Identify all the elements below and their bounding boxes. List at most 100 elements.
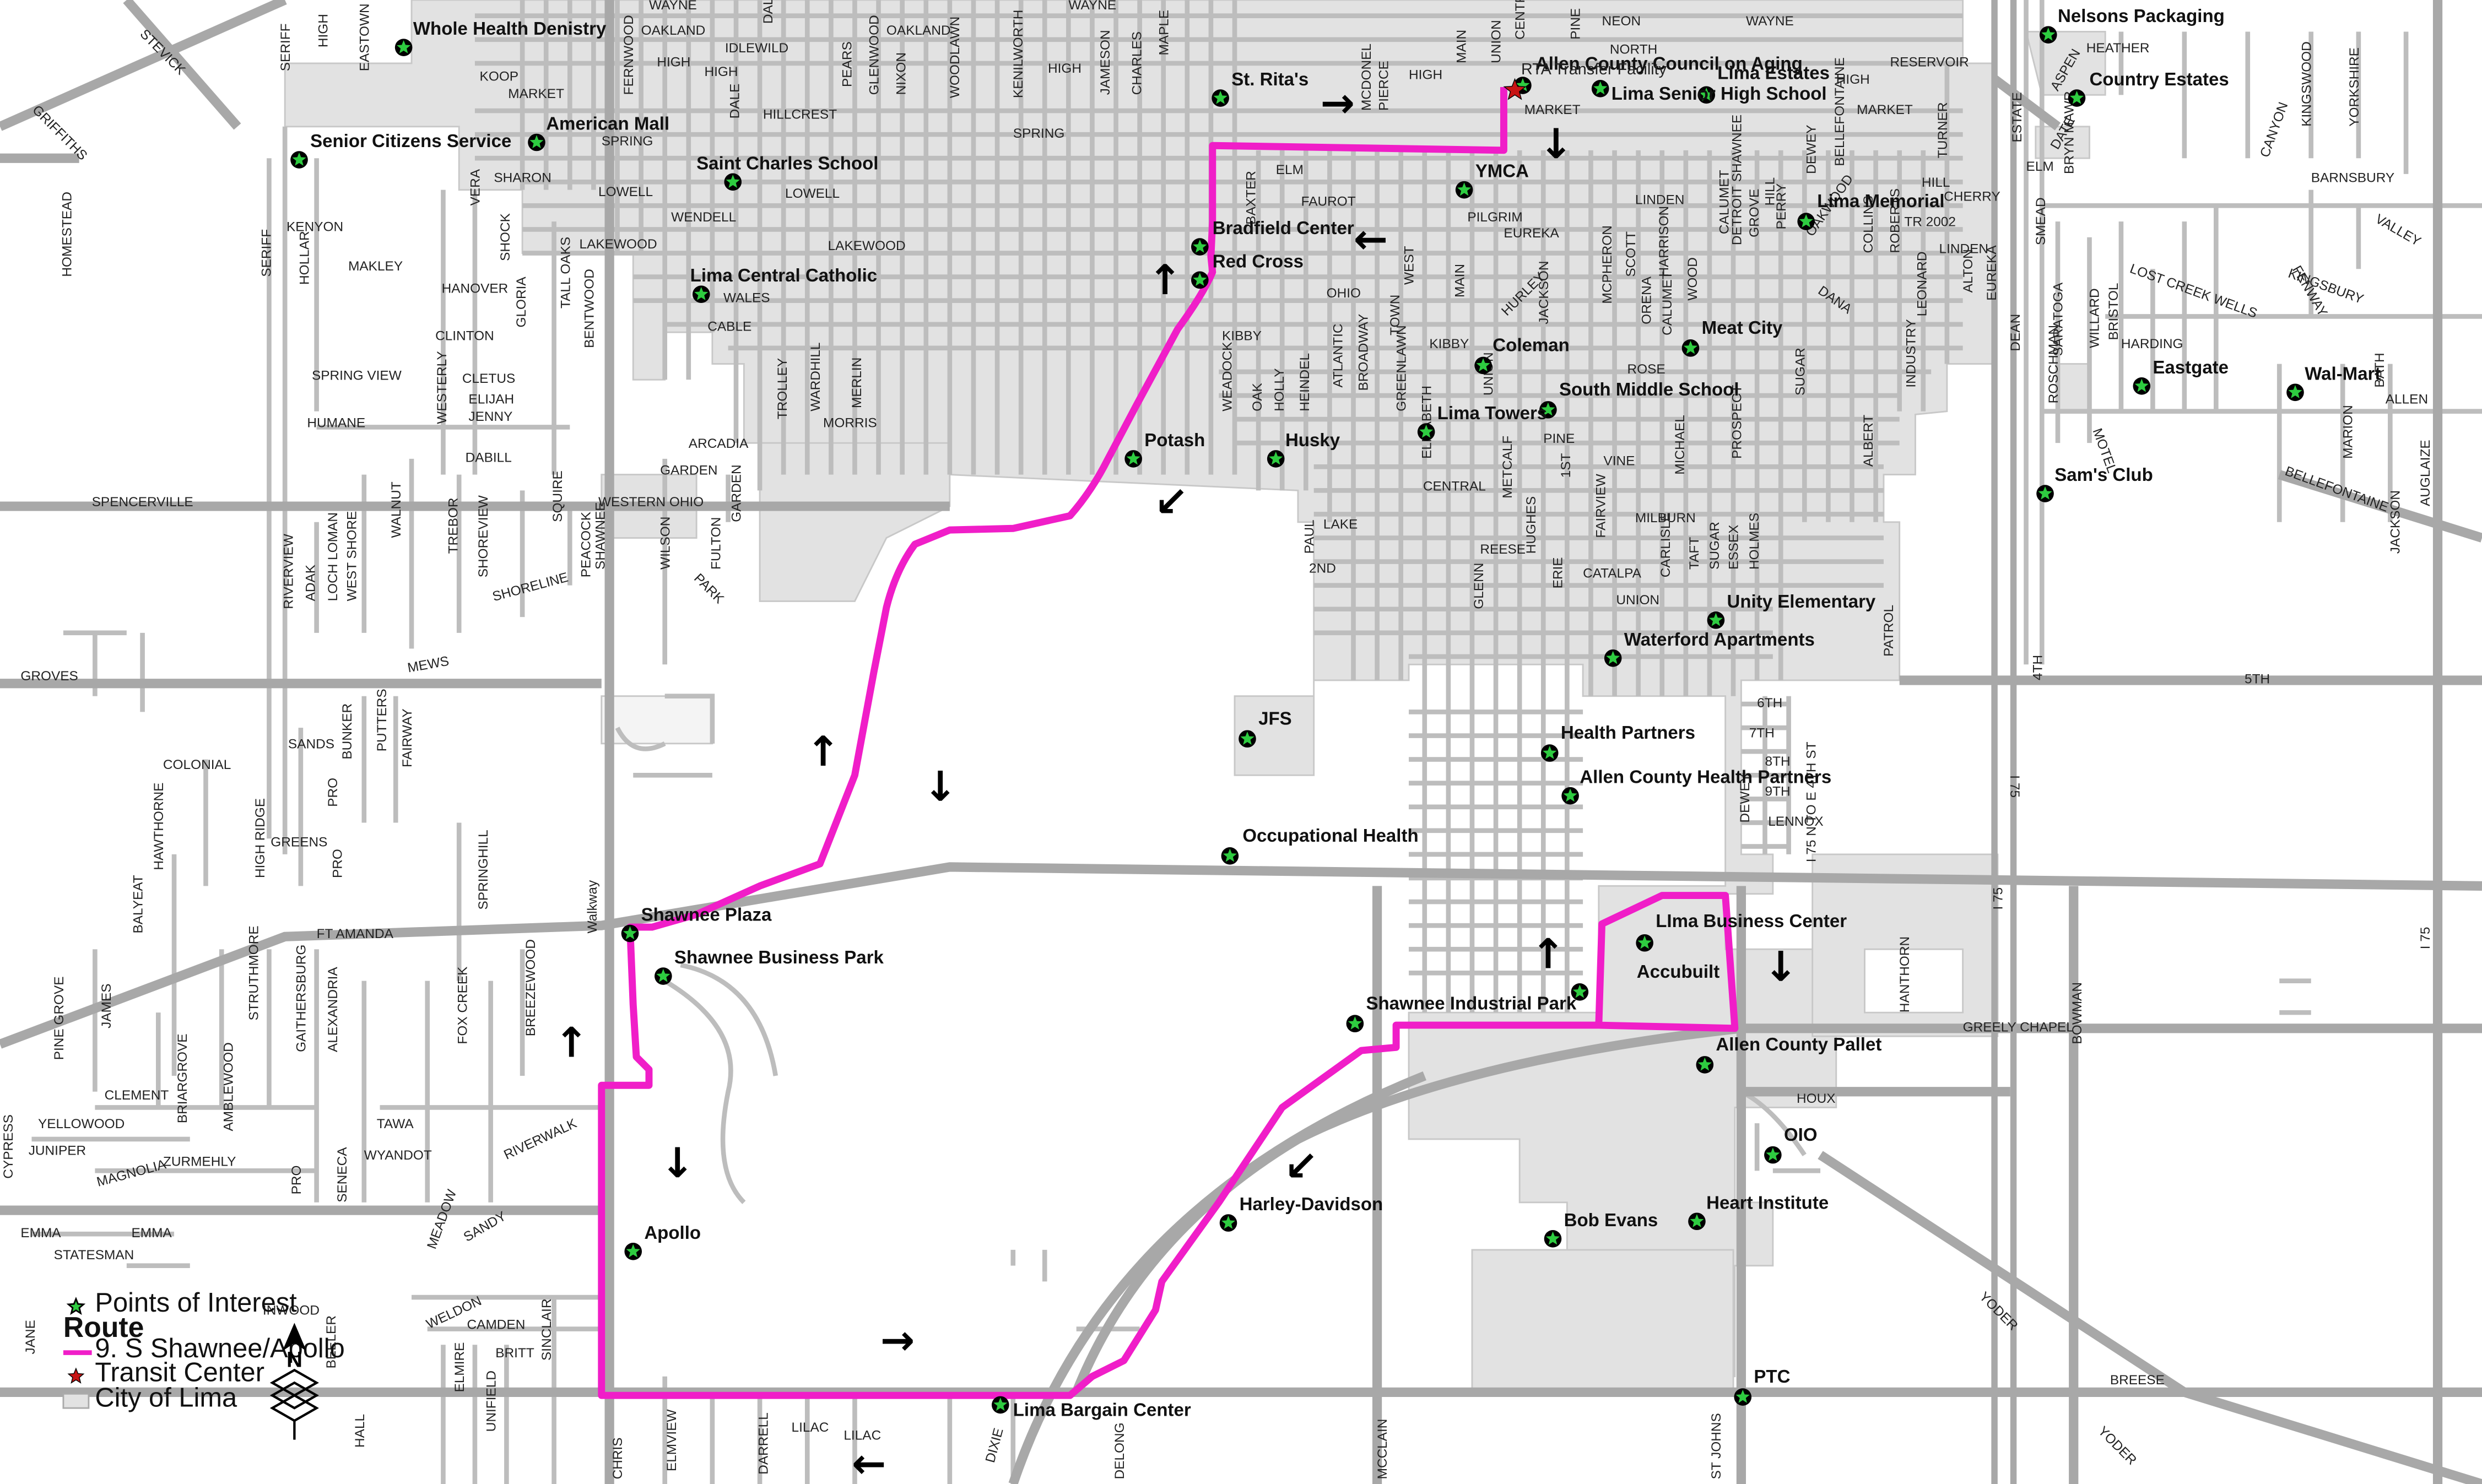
poi-marker[interactable]: Allen County Pallet — [1696, 1034, 1882, 1074]
poi-marker[interactable]: Lima Estates — [1591, 63, 1830, 98]
street-label: SHORELINE — [491, 570, 570, 605]
street-label: GLENWOOD — [867, 15, 882, 95]
street-label: HIGH — [316, 14, 331, 47]
poi-marker[interactable]: Eastgate — [2133, 357, 2229, 395]
street-label: SPRING VIEW — [312, 368, 402, 383]
street-label: HAWTHORNE — [152, 783, 166, 870]
street-label: FULTON — [709, 517, 723, 570]
poi-label: Allen County Pallet — [1716, 1034, 1881, 1054]
poi-label: Red Cross — [1213, 251, 1304, 271]
route-line[interactable] — [598, 86, 1739, 1399]
poi-marker[interactable]: Saint Charles School — [696, 153, 878, 191]
street-label: NORTH — [1610, 42, 1657, 57]
poi-marker[interactable]: Potash — [1124, 430, 1205, 468]
transit-center[interactable]: RTA Transfer Facility — [1503, 61, 1667, 100]
street-label: UNION — [1489, 20, 1504, 63]
poi-marker[interactable]: JFS — [1239, 708, 1292, 748]
poi-marker[interactable]: Shawnee Plaza — [621, 905, 772, 943]
street-label: LINDEN — [1939, 242, 1989, 257]
poi-marker[interactable]: LIma Business Center — [1636, 911, 1847, 952]
poi-marker[interactable]: YMCA — [1455, 161, 1529, 199]
poi-marker[interactable]: Husky — [1267, 430, 1340, 468]
poi-marker[interactable]: Health Partners — [1540, 722, 1695, 762]
poi-label: St. Rita's — [1231, 69, 1308, 89]
poi-marker[interactable]: Red Cross — [1191, 251, 1304, 289]
street-label: CENTRAL — [1513, 0, 1528, 40]
poi-marker[interactable]: Shawnee Industrial Park — [1346, 993, 1577, 1033]
poi-marker[interactable]: Waterford Apartments — [1604, 629, 1815, 667]
poi-label: YMCA — [1475, 161, 1529, 181]
street-label: DEAN — [2008, 314, 2023, 351]
poi-marker[interactable]: Lima Towers — [1417, 403, 1547, 441]
street-label: TALL OAKS — [558, 237, 573, 308]
poi-marker[interactable]: Whole Health Denistry — [394, 18, 607, 56]
poi-marker[interactable]: St. Rita's — [1212, 69, 1308, 107]
poi-marker[interactable]: Apollo — [624, 1222, 701, 1260]
street-label: HIGH — [1409, 68, 1442, 83]
poi-marker[interactable]: American Mall — [528, 113, 669, 151]
poi-marker[interactable]: Lima Senior High School — [1612, 83, 1827, 104]
poi-marker[interactable]: Sam's Club — [2036, 464, 2153, 502]
poi-marker[interactable]: Lima Bargain Center — [991, 1396, 1191, 1420]
poi-marker[interactable]: Country Estates — [2068, 69, 2229, 107]
poi-star-icon — [1690, 1214, 1704, 1227]
poi-marker[interactable]: Accubuilt — [1571, 961, 1720, 1001]
poi-marker[interactable]: Lima Central Catholic — [690, 265, 877, 304]
street-label: HUMANE — [307, 415, 365, 430]
poi-marker[interactable]: South Middle School — [1539, 379, 1739, 419]
poi-marker[interactable]: Meat City — [1681, 317, 1783, 357]
poi-label: Potash — [1144, 430, 1205, 450]
street-label: 9TH — [1765, 784, 1790, 799]
arrow-up-icon: ↑ — [1531, 930, 1566, 978]
poi-marker[interactable]: Coleman — [1474, 335, 1570, 375]
poi-marker[interactable]: Harley-Davidson — [1219, 1194, 1383, 1232]
street-label: DEWEY — [1738, 773, 1753, 822]
arrow-up-icon: ↑ — [554, 1019, 589, 1067]
street-label: STATESMAN — [54, 1248, 134, 1263]
poi-marker[interactable]: Heart Institute — [1688, 1192, 1829, 1231]
street-label: BENTWOOD — [582, 269, 597, 348]
street-label: WYANDOT — [364, 1148, 432, 1163]
street-label: LINDEN — [1635, 193, 1685, 208]
legend-transit-star-icon — [67, 1367, 85, 1384]
poi-marker[interactable]: Senior Citizens Service — [290, 131, 511, 169]
street-label: METCALF — [1500, 436, 1515, 499]
poi-marker[interactable]: Allen County Health Partners — [1561, 767, 1831, 805]
poi-star-icon — [1126, 451, 1140, 465]
street-label: KINGSWOOD — [2300, 41, 2315, 127]
poi-marker[interactable]: Lima Memorial — [1797, 191, 1945, 230]
street-label: LAKE — [1323, 517, 1358, 532]
arrow-up-icon: ↑ — [1148, 256, 1182, 304]
street-label: ROBERTS — [1888, 188, 1903, 253]
street-label: WALNUT — [389, 481, 404, 538]
street-label: WILLARD — [2088, 288, 2102, 348]
street-label: JAMES — [99, 983, 114, 1028]
street-label: JUNIPER — [29, 1144, 86, 1158]
poi-marker[interactable]: Bob Evans — [1544, 1210, 1658, 1248]
poi-marker[interactable]: Unity Elementary — [1707, 591, 1876, 629]
poi-marker[interactable]: OIO — [1764, 1124, 1818, 1164]
street-label: HIGH — [1836, 72, 1870, 87]
poi-label: Lima Senior High School — [1612, 83, 1827, 104]
poi-marker[interactable]: Wal-Mart — [2286, 363, 2381, 402]
street-label: SHARON — [494, 170, 551, 185]
street-label: HANTHORN — [1897, 936, 1912, 1012]
poi-star-icon — [694, 286, 709, 300]
street-label: FAIRWAY — [400, 708, 415, 767]
poi-marker[interactable]: Occupational Health — [1221, 825, 1419, 865]
poi-marker[interactable]: Bradfield Center — [1191, 218, 1354, 256]
poi-star-icon — [1697, 1057, 1712, 1071]
street-label: GAITHERSBURG — [294, 945, 309, 1052]
poi-marker[interactable]: Shawnee Business Park — [655, 947, 884, 985]
street-label: ALLEN — [2386, 392, 2428, 407]
poi-star-icon — [1637, 935, 1652, 949]
poi-marker[interactable]: PTC — [1734, 1366, 1790, 1406]
street-label: HIGH RIDGE — [253, 798, 268, 878]
poi-marker[interactable]: Nelsons Packaging — [2039, 6, 2225, 44]
street-label: TAWA — [377, 1117, 414, 1131]
street-label: Walkway — [585, 880, 600, 934]
street-label: HOLLAR — [297, 231, 312, 285]
poi-star-icon — [1457, 182, 1472, 196]
street-label: BREEZEWOOD — [523, 939, 538, 1036]
